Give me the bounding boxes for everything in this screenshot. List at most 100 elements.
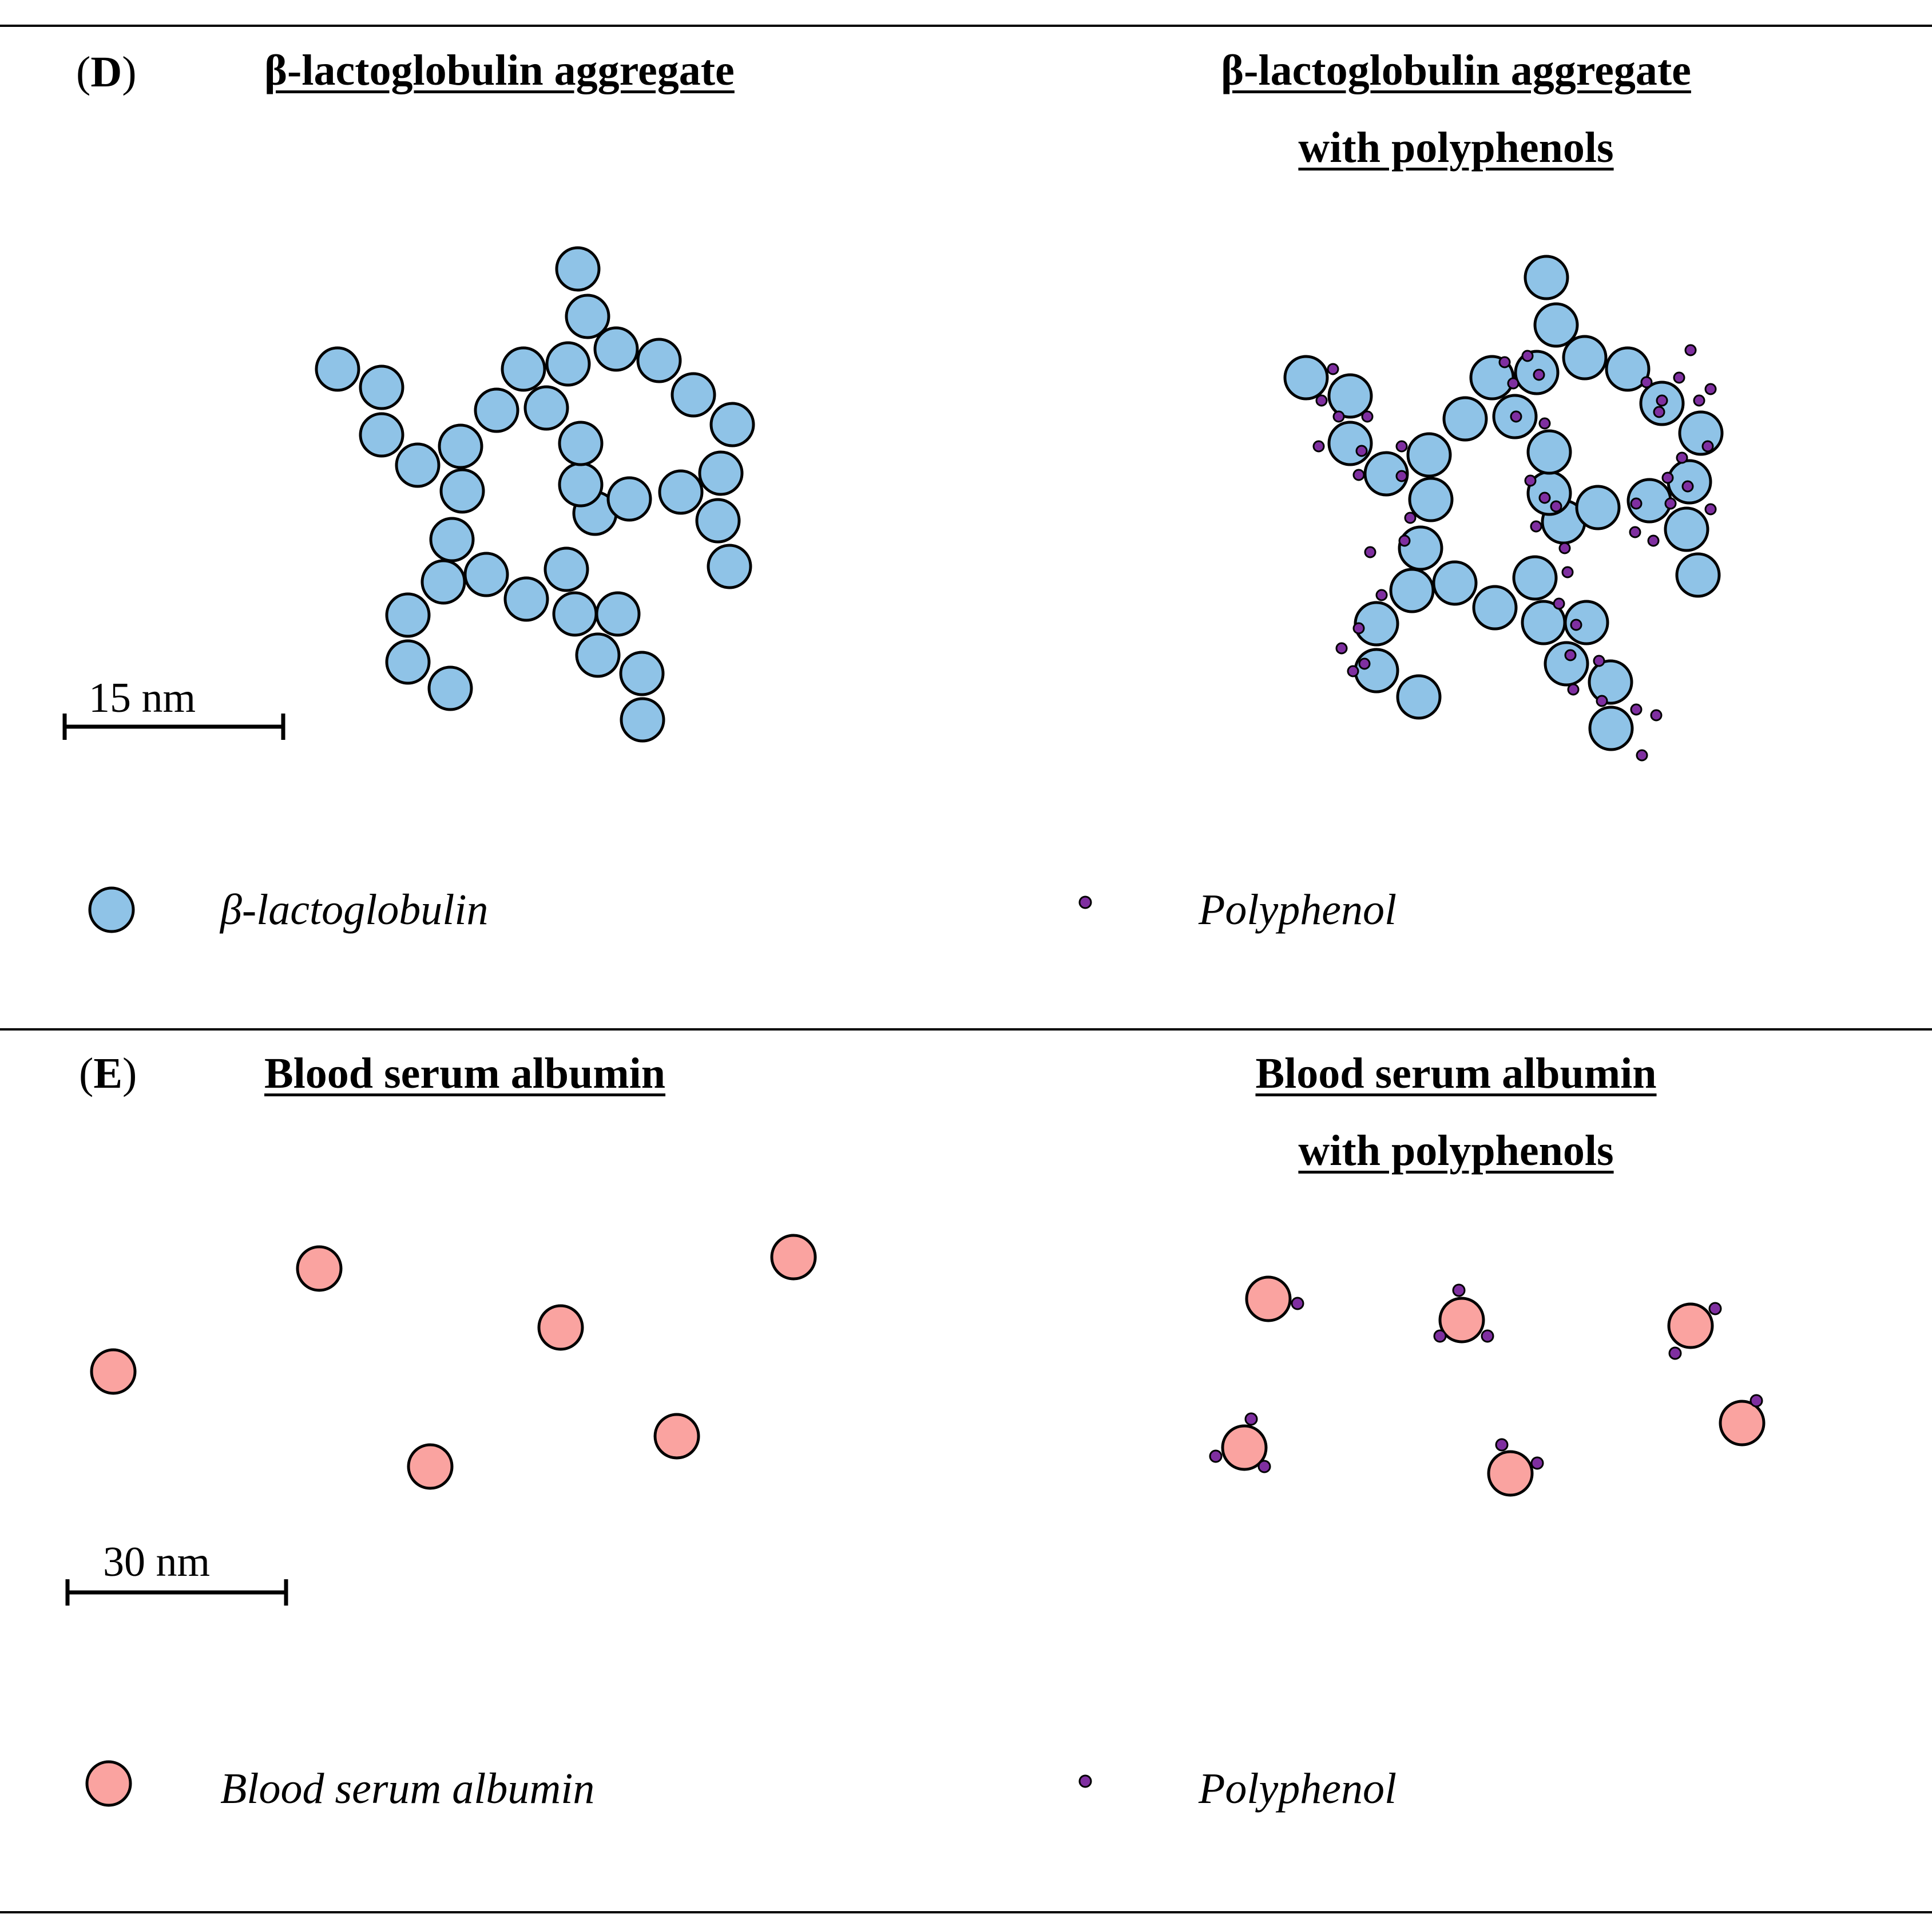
polyphenol-particle	[1538, 492, 1551, 504]
lactoglobulin-particle	[544, 546, 589, 592]
lactoglobulin-particle	[606, 476, 652, 522]
lactoglobulin-particle	[395, 442, 441, 488]
lactoglobulin-particle	[385, 592, 431, 638]
panel-e-legend-polyphenol-label: Polyphenol	[1199, 1765, 1397, 1813]
lactoglobulin-particle	[1408, 477, 1454, 522]
lactoglobulin-particle	[427, 665, 473, 711]
polyphenol-particle	[1640, 376, 1653, 389]
polyphenol-particle	[1315, 394, 1328, 407]
albumin-particle	[1719, 1400, 1766, 1447]
panel-e-scale-bar-label: 30 nm	[103, 1539, 211, 1586]
panel-e-title-left: Blood serum albumin	[264, 1049, 666, 1097]
polyphenol-particle	[1530, 1456, 1544, 1470]
lactoglobulin-particle	[695, 498, 741, 544]
panel-e-legend-protein-label: Blood serum albumin	[220, 1765, 595, 1813]
albumin-particle	[407, 1443, 454, 1490]
polyphenol-particle	[1352, 469, 1365, 481]
panel-e-albumin-with-polyphenols	[1209, 1275, 1766, 1497]
polyphenol-particle	[1684, 344, 1697, 356]
polyphenol-particle	[1664, 497, 1677, 510]
polyphenol-particle	[1538, 417, 1551, 430]
polyphenol-particle	[1564, 649, 1577, 661]
albumin-particle	[1487, 1450, 1534, 1497]
polyphenol-particle	[1704, 383, 1717, 395]
lactoglobulin-particle	[315, 346, 360, 392]
polyphenol-particle	[1404, 512, 1417, 524]
lactoglobulin-particle	[1472, 585, 1518, 631]
polyphenol-particle	[1312, 440, 1325, 453]
lactoglobulin-particle	[671, 372, 716, 418]
lactoglobulin-particle	[1354, 648, 1399, 693]
panel-d-scale-bar-label: 15 nm	[89, 675, 196, 722]
lactoglobulin-particle	[1283, 355, 1329, 401]
lactoglobulin-particle	[698, 450, 744, 496]
lactoglobulin-particle	[1605, 346, 1651, 392]
legend-polyphenol-symbol	[1078, 895, 1092, 909]
lactoglobulin-particle	[1398, 525, 1443, 571]
albumin-particle	[770, 1234, 817, 1281]
panel-d-label-letter: D	[90, 48, 122, 96]
panel-e-label: (E)	[79, 1052, 137, 1095]
lactoglobulin-particle	[555, 246, 601, 292]
lactoglobulin-particle	[593, 326, 639, 372]
panel-d-label-open: (	[76, 48, 91, 96]
lactoglobulin-particle	[463, 552, 509, 597]
albumin-particle	[1245, 1275, 1292, 1322]
lactoglobulin-particle	[1678, 410, 1724, 456]
polyphenol-particle	[1704, 503, 1717, 516]
lactoglobulin-particle	[707, 544, 752, 589]
albumin-particle	[1667, 1302, 1714, 1349]
lactoglobulin-particle	[620, 697, 665, 743]
polyphenol-particle	[1452, 1283, 1466, 1297]
lactoglobulin-particle	[545, 341, 591, 387]
polyphenol-particle	[1668, 1346, 1682, 1360]
polyphenol-particle	[1636, 749, 1648, 762]
lactoglobulin-particle	[575, 632, 621, 678]
top-rule	[0, 25, 1932, 27]
lactoglobulin-particle	[595, 591, 641, 637]
lactoglobulin-particle	[1512, 555, 1558, 601]
polyphenol-particle	[1693, 394, 1705, 407]
lactoglobulin-particle	[1363, 451, 1409, 497]
lactoglobulin-particle	[558, 462, 604, 508]
polyphenol-particle	[1550, 500, 1562, 513]
albumin-particle	[296, 1245, 343, 1292]
polyphenol-particle	[1498, 356, 1511, 368]
lactoglobulin-particle	[359, 364, 404, 410]
polyphenol-particle	[1521, 350, 1534, 362]
polyphenol-particle	[1257, 1460, 1271, 1473]
polyphenol-particle	[1650, 709, 1663, 722]
panel-d-label: (D)	[76, 50, 137, 94]
lactoglobulin-particle	[1327, 421, 1373, 466]
lactoglobulin-particle	[474, 387, 519, 433]
lactoglobulin-particle	[1664, 506, 1709, 552]
panel-d-legend-polyphenol-label: Polyphenol	[1199, 886, 1397, 934]
middle-rule	[0, 1028, 1932, 1031]
polyphenol-particle	[1561, 566, 1574, 578]
polyphenol-particle	[1701, 440, 1714, 453]
lactoglobulin-particle	[385, 639, 431, 685]
lactoglobulin-particle	[1524, 255, 1569, 300]
lactoglobulin-particle	[1406, 432, 1452, 478]
panel-e-label-close: )	[122, 1049, 137, 1097]
polyphenol-particle	[1629, 526, 1641, 538]
lactoglobulin-particle	[359, 412, 404, 458]
lactoglobulin-particle	[1389, 568, 1435, 613]
lactoglobulin-particle	[1588, 659, 1633, 705]
panel-e-label-open: (	[79, 1049, 94, 1097]
polyphenol-particle	[1361, 410, 1374, 423]
polyphenol-particle	[1355, 445, 1368, 457]
panel-d-aggregate-with-polyphenols	[1283, 255, 1724, 762]
albumin-particle	[1221, 1424, 1268, 1471]
polyphenol-particle	[1395, 470, 1408, 482]
polyphenol-particle	[1673, 371, 1685, 384]
polyphenol-particle	[1352, 622, 1365, 635]
legend-lactoglobulin-symbol	[88, 886, 135, 933]
albumin-particle	[1438, 1297, 1485, 1344]
lactoglobulin-particle	[565, 294, 610, 339]
polyphenol-particle	[1570, 619, 1582, 631]
polyphenol-particle	[1558, 542, 1571, 554]
lactoglobulin-particle	[439, 468, 485, 514]
legend-polyphenol-symbol	[1078, 1774, 1092, 1788]
